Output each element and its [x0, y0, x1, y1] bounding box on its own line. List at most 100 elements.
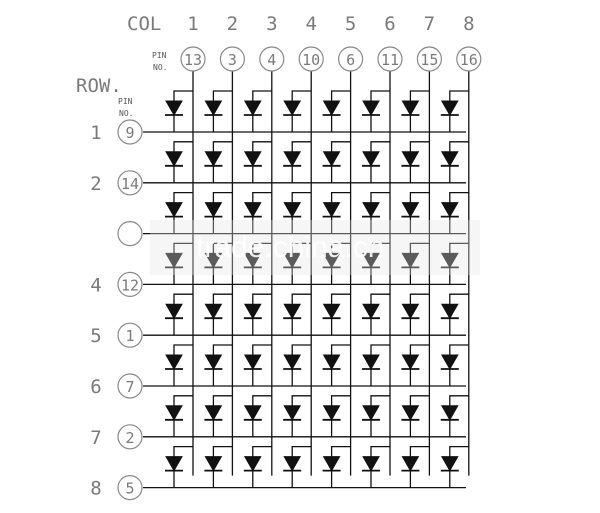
- led-r3-c3-anode-wire: [252, 191, 272, 203]
- col-pin-number-6: 11: [381, 51, 399, 69]
- led-r1-c3: [243, 90, 272, 132]
- col-pin-number-1: 13: [184, 51, 202, 69]
- led-r2-c2: [204, 141, 233, 183]
- led-r3-c8-triangle: [440, 202, 459, 218]
- led-r1-c5-anode-wire: [330, 90, 351, 101]
- led-r3-c7-triangle: [401, 202, 420, 218]
- led-r3-c1-triangle: [165, 202, 183, 218]
- led-r7-c2: [204, 395, 233, 437]
- led-r7-c7-anode-wire: [409, 395, 430, 406]
- row-pin-no-label-line1: PIN: [118, 97, 133, 106]
- col-label: COL: [127, 13, 161, 35]
- col-pin-number-8: 16: [460, 51, 478, 69]
- led-r8-c2-anode-wire: [212, 445, 233, 457]
- led-r5-c6: [362, 293, 390, 336]
- led-r5-c3-anode-wire: [252, 293, 272, 305]
- row-pin-number-8: 5: [125, 480, 134, 498]
- led-r5-c1-triangle: [165, 303, 183, 320]
- led-r1-c4-anode-wire: [291, 90, 312, 101]
- led-r7-c1-anode-wire: [173, 395, 193, 406]
- col-pin-circle-4: [298, 46, 324, 72]
- col-number-1: 1: [187, 13, 198, 35]
- led-r4-c4-anode-wire: [291, 242, 312, 254]
- led-r6-c4: [283, 344, 312, 386]
- label-layer: COL ROW. PIN NO. PIN NO. 113233441056611…: [76, 13, 482, 501]
- led-r6-c6-anode-wire: [370, 344, 390, 355]
- led-r6-c2: [204, 344, 233, 386]
- led-r7-c3-triangle: [243, 405, 262, 421]
- row-pin-number-5: 1: [125, 327, 134, 345]
- led-r7-c6-anode-wire: [370, 395, 390, 406]
- led-r6-c5-triangle: [322, 354, 341, 371]
- col-number-3: 3: [266, 13, 277, 35]
- col-number-6: 6: [384, 13, 395, 35]
- row-label: ROW.: [76, 75, 122, 97]
- led-r3-c5-anode-wire: [330, 191, 351, 203]
- col-pin-number-3: 4: [267, 51, 276, 69]
- led-r8-c7-triangle: [401, 456, 420, 472]
- led-r1-c1-triangle: [165, 100, 183, 117]
- led-r5-c7-anode-wire: [409, 293, 430, 305]
- led-r1-c8: [440, 90, 469, 132]
- led-r8-c1: [165, 445, 193, 488]
- led-r5-c1: [165, 293, 193, 336]
- led-r7-c3-anode-wire: [252, 395, 272, 406]
- led-r7-c2-triangle: [204, 405, 223, 421]
- led-r5-c6-anode-wire: [370, 293, 390, 305]
- led-r2-c6-triangle: [362, 151, 380, 167]
- led-r4-c8-anode-wire: [449, 242, 469, 254]
- led-r4-c5-anode-wire: [330, 242, 351, 254]
- led-r5-c3-triangle: [243, 303, 262, 320]
- led-r6-c7-triangle: [401, 354, 420, 371]
- led-r1-c2-anode-wire: [212, 90, 233, 101]
- led-r4-c2: [204, 242, 233, 285]
- led-r6-c8: [440, 344, 469, 386]
- led-r5-c2-triangle: [204, 303, 223, 320]
- led-r4-c7: [401, 242, 430, 285]
- led-r1-c5: [322, 90, 351, 132]
- led-r2-c4: [283, 141, 312, 183]
- led-r6-c6-triangle: [362, 354, 380, 371]
- led-r6-c8-triangle: [440, 354, 459, 371]
- led-r1-c7: [401, 90, 430, 132]
- led-r5-c5: [322, 293, 351, 336]
- led-r3-c3: [243, 191, 272, 234]
- led-r2-c1-triangle: [165, 151, 183, 167]
- led-r6-c8-anode-wire: [449, 344, 469, 355]
- led-r7-c5-anode-wire: [330, 395, 351, 406]
- led-r5-c7-triangle: [401, 303, 420, 320]
- led-r2-c2-anode-wire: [212, 141, 233, 152]
- led-r8-c8-triangle: [440, 456, 459, 472]
- led-r6-c7-anode-wire: [409, 344, 430, 355]
- led-r4-c6-anode-wire: [370, 242, 390, 254]
- led-r1-c4: [283, 90, 312, 132]
- row-pin-circle-5: [117, 322, 143, 348]
- led-r6-c3: [243, 344, 272, 386]
- led-r8-c5: [322, 445, 351, 488]
- led-r2-c3-triangle: [243, 151, 262, 167]
- col-pin-circle-5: [338, 46, 364, 72]
- led-r2-c4-anode-wire: [291, 141, 312, 152]
- led-r5-c6-triangle: [362, 303, 380, 320]
- led-r8-c2: [204, 445, 233, 488]
- led-r1-c3-triangle: [243, 100, 262, 117]
- col-pin-circle-8: [456, 46, 482, 72]
- col-pin-number-2: 3: [228, 51, 237, 69]
- led-r3-c8-anode-wire: [449, 191, 469, 203]
- led-r1-c6-triangle: [362, 100, 380, 117]
- led-r1-c1-anode-wire: [173, 90, 193, 101]
- row-number-4: 4: [90, 274, 101, 296]
- led-r7-c6: [362, 395, 390, 437]
- row-number-1: 1: [90, 122, 101, 144]
- led-r5-c8: [440, 293, 469, 336]
- led-r8-c4: [283, 445, 312, 488]
- led-r4-c1-triangle: [165, 252, 183, 269]
- led-r6-c2-anode-wire: [212, 344, 233, 355]
- led-r4-c5-triangle: [322, 252, 341, 269]
- led-r8-c8-anode-wire: [449, 445, 469, 457]
- led-r2-c7-triangle: [401, 151, 420, 167]
- led-r1-c4-triangle: [283, 100, 302, 117]
- col-pin-circle-6: [377, 46, 403, 72]
- col-pin-number-4: 10: [302, 51, 320, 69]
- col-pin-circle-3: [259, 46, 285, 72]
